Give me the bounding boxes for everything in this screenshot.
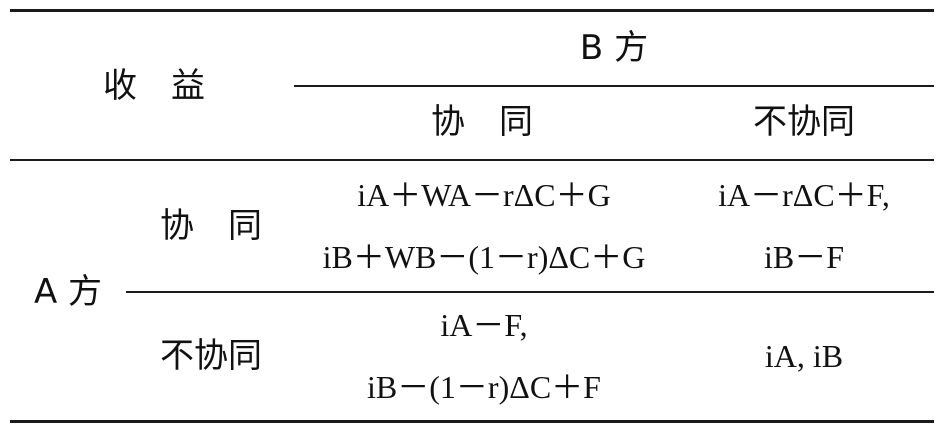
payoff-line-a: iA＋WA－rΔC＋G	[357, 177, 611, 213]
payoff-line-b: iB－F	[763, 239, 845, 275]
cell-cooperate-cooperate: iA＋WA－rΔC＋G iB＋WB－(1－r)ΔC＋G	[323, 179, 646, 273]
payoff-header: 收 益	[103, 66, 205, 106]
cell-not-cooperate-not-cooperate: iA, iB	[765, 340, 843, 372]
header-group-rule	[294, 85, 934, 87]
payoff-line-a: iA, iB	[764, 338, 844, 374]
a-party-label: A 方	[33, 272, 103, 312]
b-party-header: B 方	[580, 31, 648, 65]
cell-not-cooperate-cooperate: iA－F, iB－(1－r)ΔC＋F	[367, 309, 601, 403]
top-rule	[10, 9, 934, 12]
row-divider-rule	[126, 291, 934, 293]
row-cooperate-label: 协 同	[160, 206, 262, 246]
col-cooperate-header: 协 同	[431, 102, 533, 142]
cell-cooperate-not-cooperate: iA－rΔC＋F, iB－F	[718, 179, 890, 273]
payoff-line-b: iB＋WB－(1－r)ΔC＋G	[322, 239, 646, 275]
b-party-label: B 方	[579, 28, 649, 68]
payoff-line-a: iA－F,	[440, 307, 528, 343]
payoff-line-b: iB－(1－r)ΔC＋F	[367, 369, 601, 405]
col-not-cooperate-header: 不协同	[753, 102, 855, 142]
payoff-line-a: iA－rΔC＋F,	[718, 177, 890, 213]
row-not-cooperate-label: 不协同	[160, 336, 262, 376]
bottom-rule	[10, 420, 934, 423]
header-bottom-rule	[10, 159, 934, 161]
